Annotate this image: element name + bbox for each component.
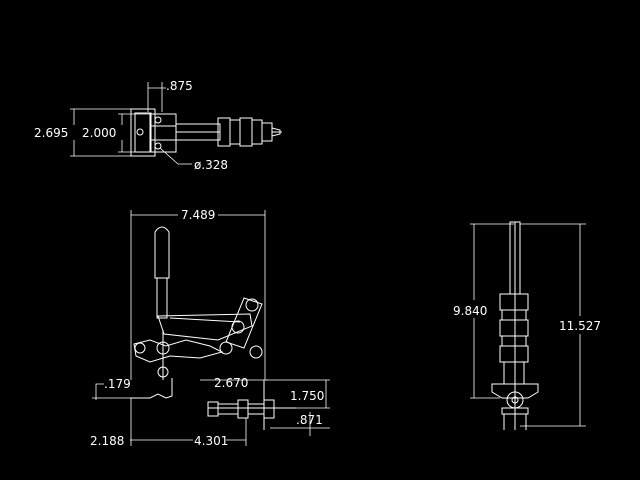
top-view-clamp-body <box>149 113 177 153</box>
side-view-foot <box>501 407 529 415</box>
front-view-lever-line <box>169 317 241 323</box>
dim-2670-label: 2.670 <box>214 376 248 390</box>
dim-2000-label: 2.000 <box>82 126 116 140</box>
dim-871-label: .871 <box>296 413 323 427</box>
top-view-pivot-circle <box>136 128 144 136</box>
dim-179-label: .179 <box>104 377 131 391</box>
front-view-pivot <box>231 320 245 334</box>
side-view-link <box>499 319 529 337</box>
dim-1750-label: 1.750 <box>290 389 324 403</box>
side-view-link <box>499 293 529 311</box>
top-view-spindle-point <box>271 127 281 137</box>
front-view-spindle-nut <box>237 399 249 419</box>
side-view: 9.840 11.527 <box>453 221 601 430</box>
front-view-spindle-nut <box>207 401 219 417</box>
dim-875-label: .875 <box>166 79 193 93</box>
side-view-base <box>491 383 539 399</box>
front-view-spindle-arm <box>225 297 263 349</box>
front-view-pivot <box>249 345 263 359</box>
dim-4301-label: 4.301 <box>194 434 228 448</box>
front-view-base-pivot <box>134 342 146 354</box>
side-view-body <box>503 361 525 385</box>
front-view-pivot <box>219 341 233 355</box>
front-view-pivot <box>245 298 259 312</box>
front-view-base-body <box>133 339 224 363</box>
dim-179-leader <box>95 383 104 400</box>
top-view-pivot-circle <box>154 116 162 124</box>
side-view-link <box>501 309 527 321</box>
dim-7489-label: 7.489 <box>181 208 215 222</box>
top-view-nut <box>239 117 253 147</box>
front-view-mounting-foot <box>130 378 173 399</box>
side-view-link <box>499 345 529 363</box>
front-view-spindle-nut <box>263 399 275 419</box>
front-view-handle-grip <box>154 226 170 279</box>
top-view-washer <box>251 119 263 145</box>
top-view-spindle-cap <box>261 122 273 142</box>
top-view: .875 2.695 2.000 ø.328 <box>34 79 282 172</box>
top-view-washer <box>229 119 241 145</box>
dim-2188-label: 2.188 <box>90 434 124 448</box>
front-view-spindle-shaft <box>217 403 239 415</box>
dim-2695-label: 2.695 <box>34 126 68 140</box>
front-view: 7.489 .179 2.670 <box>90 208 330 448</box>
dim-328-leader <box>159 147 192 165</box>
top-view-pivot-circle <box>154 142 162 150</box>
dim-9840-label: 9.840 <box>453 304 487 318</box>
side-view-pivot-inner <box>511 396 519 404</box>
side-view-link <box>501 335 527 347</box>
top-view-base-plate <box>130 108 156 157</box>
dim-328-label: ø.328 <box>194 158 228 172</box>
front-view-handle-bar <box>156 277 168 319</box>
dim-11527-label: 11.527 <box>559 319 601 333</box>
front-view-spindle-shaft <box>247 403 265 415</box>
